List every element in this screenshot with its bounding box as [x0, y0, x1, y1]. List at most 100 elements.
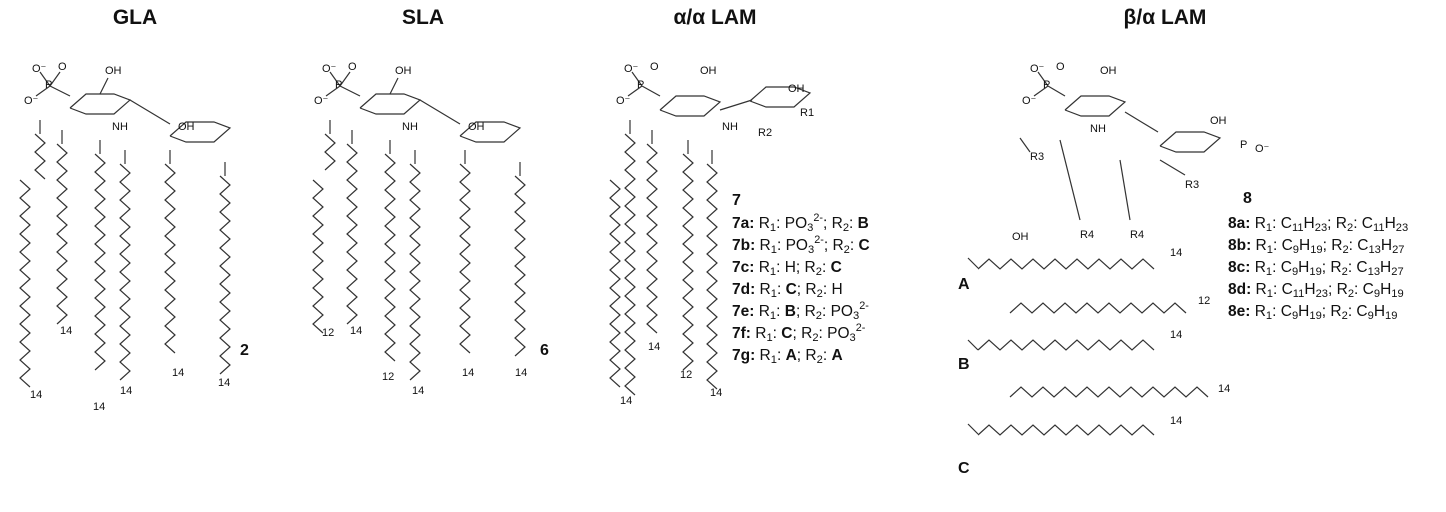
- compound-7-entry: 7f: R1: C; R2: PO32-: [732, 322, 866, 344]
- sla-acyl-chain: [324, 133, 336, 171]
- compound-number-gla: 2: [240, 342, 249, 359]
- ba-ring-2: [1159, 131, 1222, 153]
- sla-acyl-chain: [384, 153, 396, 362]
- substituent-b-bond: [967, 339, 979, 351]
- atom-label: R3: [1030, 151, 1045, 163]
- atom-label: OH: [788, 83, 805, 95]
- atom-label: P: [335, 79, 343, 91]
- compound-7-entry: 7g: R1: A; R2: A: [732, 347, 843, 366]
- chain-length-label: 12: [680, 369, 693, 381]
- aa-acyl-chain: [624, 133, 636, 396]
- sla-ester-chain: [312, 179, 324, 334]
- gla-glycosidic-bond: [129, 99, 171, 125]
- substituent-b-ester-chain: [1009, 302, 1187, 314]
- chain-length-label: 14: [1170, 329, 1183, 341]
- aa-acyl-chain: [682, 153, 694, 371]
- bond: [49, 71, 61, 87]
- atom-label: NH: [1090, 123, 1106, 135]
- atom-label: O: [58, 61, 67, 73]
- compound-8-entry: 8b: R1: C9H19; R2: C13H27: [1228, 237, 1405, 256]
- chain-length-label: 12: [322, 327, 335, 339]
- atom-label: P: [637, 79, 645, 91]
- bond: [339, 71, 351, 87]
- bond: [1119, 159, 1131, 221]
- gla-acyl-chain: [34, 133, 46, 180]
- atom-label: OH: [700, 65, 717, 77]
- atom-label: R2: [758, 127, 773, 139]
- aa-ester-chain: [609, 179, 621, 388]
- atom-label: O: [650, 61, 659, 73]
- compound-7-entry: 7e: R1: B; R2: PO32-: [732, 300, 869, 322]
- chain-length-label: 14: [218, 377, 231, 389]
- compound-7-entry: 7c: R1: H; R2: C: [732, 259, 842, 278]
- gla-acyl-chain: [164, 163, 176, 354]
- title-gla: GLA: [112, 6, 158, 29]
- atom-label: O: [1056, 61, 1065, 73]
- chain-length-label: 14: [1170, 247, 1183, 259]
- chain-length-label: 12: [382, 371, 395, 383]
- bond: [1059, 139, 1081, 221]
- substituent-a-bond: [967, 257, 979, 269]
- gla-acyl-chain: [219, 175, 231, 375]
- gla-ring-1: [69, 93, 132, 115]
- bond: [641, 85, 661, 97]
- sla-phosphate-bond: [339, 85, 361, 97]
- sla-acyl-chain: [514, 175, 526, 357]
- atom-label: O⁻: [624, 63, 639, 75]
- gla-acyl-chain: [119, 163, 131, 381]
- substituent-label-c: C: [958, 460, 970, 477]
- atom-label: R3: [1185, 179, 1200, 191]
- title-sla: SLA: [402, 6, 444, 29]
- bond: [631, 71, 643, 87]
- atom-label: O⁻: [314, 95, 329, 107]
- atom-label: O⁻: [616, 95, 631, 107]
- bond: [389, 77, 399, 95]
- sla-ring-2: [459, 121, 522, 143]
- gla-acyl-chain: [94, 153, 106, 371]
- compound-number-aa-lam: 7: [732, 192, 741, 209]
- compound-8-entry: 8e: R1: C9H19; R2: C9H19: [1228, 303, 1398, 322]
- ba-ring-1: [1064, 95, 1127, 117]
- atom-label: P: [1043, 79, 1051, 91]
- ba-glycosidic-bond: [1124, 111, 1159, 133]
- bond: [1019, 137, 1031, 153]
- bond: [1047, 85, 1066, 97]
- sla-ring-1: [359, 93, 422, 115]
- aa-ring-1: [659, 95, 722, 117]
- atom-label: R4: [1130, 229, 1145, 241]
- atom-label: O⁻: [1022, 95, 1037, 107]
- chain-length-label: 14: [412, 385, 425, 397]
- sla-acyl-chain: [346, 143, 358, 325]
- atom-label: OH: [178, 121, 195, 133]
- atom-label: O⁻: [1255, 143, 1270, 155]
- bond: [1037, 71, 1049, 87]
- gla-phosphate-bond: [49, 85, 71, 97]
- bond: [1033, 85, 1049, 97]
- chain-length-label: 14: [93, 401, 106, 413]
- atom-label: OH: [1012, 231, 1029, 243]
- atom-label: OH: [468, 121, 485, 133]
- compound-8-entry: 8c: R1: C9H19; R2: C13H27: [1228, 259, 1404, 278]
- chain-length-label: 14: [620, 395, 633, 407]
- chain-length-label: 12: [1198, 295, 1211, 307]
- atom-label: O⁻: [32, 63, 47, 75]
- compound-8-entry: 8d: R1: C11H23; R2: C9H19: [1228, 281, 1404, 300]
- gla-ring-2: [169, 121, 232, 143]
- gla-ester-chain: [19, 179, 31, 388]
- chain-length-label: 14: [515, 367, 528, 379]
- substituent-label-a: A: [958, 276, 970, 293]
- chain-length-label: 14: [462, 367, 475, 379]
- atom-label: O: [348, 61, 357, 73]
- sla-acyl-chain: [459, 163, 471, 354]
- compound-7-entry: 7b: R1: PO32-; R2: C: [732, 234, 870, 256]
- atom-label: NH: [112, 121, 128, 133]
- chain-length-label: 14: [30, 389, 43, 401]
- atom-label: OH: [105, 65, 122, 77]
- bond: [325, 85, 341, 97]
- compound-7-entry: 7d: R1: C; R2: H: [732, 281, 843, 300]
- aa-glycosidic-bond: [719, 99, 753, 111]
- gla-acyl-chain: [56, 143, 68, 325]
- title-ba-lam: β/α LAM: [1123, 6, 1207, 29]
- chain-length-label: 14: [172, 367, 185, 379]
